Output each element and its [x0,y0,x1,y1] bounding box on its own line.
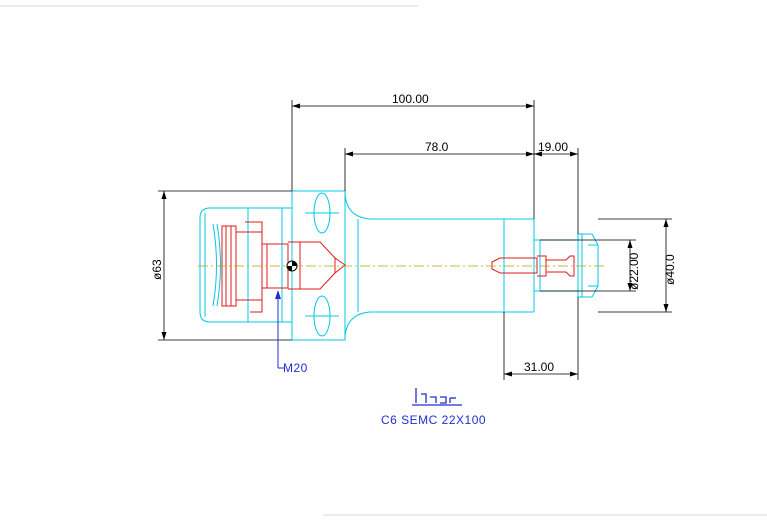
part-number: C6 SEMC 22X100 [381,413,486,427]
dim-end-length: 19.00 [538,140,568,154]
dimension-lines [158,100,672,380]
iscar-logo [412,388,462,406]
dim-stub-length: 31.00 [524,360,554,374]
dim-end-diameter-large: ø40.0 [663,254,677,285]
gauge-point-marker [286,260,298,272]
dim-shank-length: 78.0 [425,140,449,154]
thread-callout-leader [277,298,284,369]
tool-body-outline [199,190,599,341]
dimension-arrows [161,103,669,377]
screw-assembly [221,221,575,313]
sheet-frame [0,5,767,516]
thread-callout-label: M20 [283,361,308,375]
thread-callout-arrow [275,290,281,299]
dim-overall-length: 100.00 [392,92,429,106]
dim-end-diameter-small: ø22.00 [627,252,641,290]
dim-body-diameter: ø63 [150,259,164,280]
